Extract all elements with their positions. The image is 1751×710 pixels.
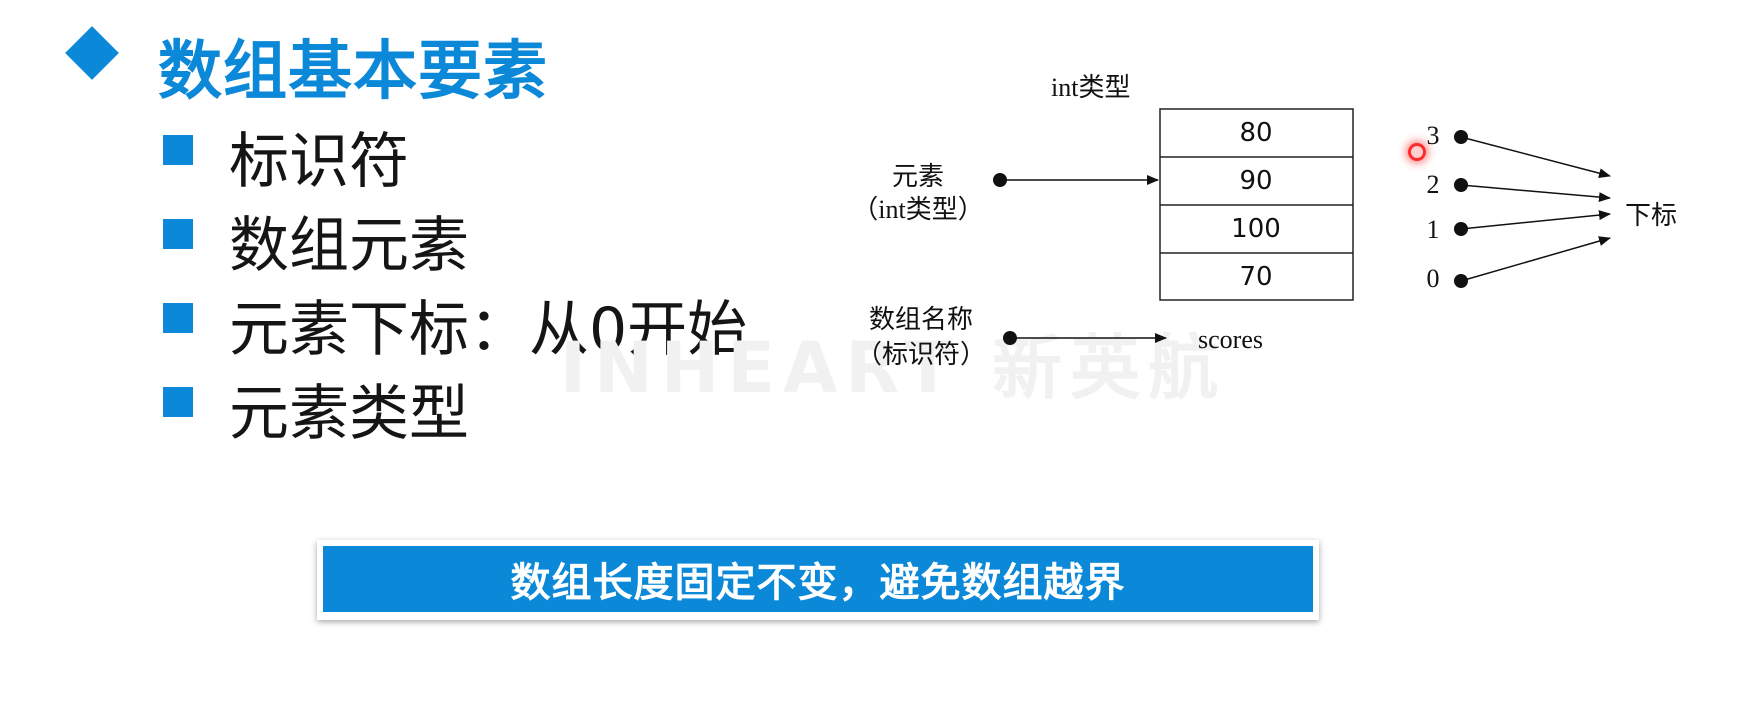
type-label: int类型 — [1051, 73, 1130, 102]
bullet-square-icon — [163, 219, 193, 249]
slide-title: 数组基本要素 — [158, 35, 548, 109]
element-sublabel: （int类型） — [852, 195, 983, 224]
cell-value: 70 — [1239, 262, 1272, 292]
array-name-sublabel: （标识符） — [856, 340, 986, 369]
index-arrow — [1460, 210, 1611, 230]
cell-value: 90 — [1239, 166, 1272, 196]
index-label: 1 — [1427, 215, 1440, 244]
bullet-square-icon — [163, 135, 193, 165]
banner-frame: 数组长度固定不变，避免数组越界 — [317, 540, 1319, 620]
index-label: 2 — [1427, 170, 1440, 199]
cell-value: 80 — [1239, 118, 1272, 148]
element-label: 元素 — [892, 162, 944, 191]
cell-value: 100 — [1231, 214, 1281, 244]
bullet-element-type: 元素类型 — [229, 379, 469, 449]
index-label: 0 — [1427, 264, 1440, 293]
array-name-label: 数组名称 — [869, 305, 973, 334]
bullet-square-icon — [163, 303, 193, 333]
bullet-square-icon — [163, 387, 193, 417]
index-label: 3 — [1427, 121, 1440, 150]
array-name: scores — [1198, 325, 1263, 354]
bullet-array-element: 数组元素 — [229, 211, 469, 281]
index-arrow — [1460, 136, 1611, 179]
banner-text: 数组长度固定不变，避免数组越界 — [323, 546, 1313, 612]
bullet-element-index: 元素下标：从0开始 — [229, 295, 748, 365]
index-arrow — [1460, 236, 1611, 282]
watermark: INHEART 新英航 — [560, 327, 1227, 409]
index-arrow — [1460, 184, 1611, 203]
laser-pointer — [1408, 143, 1426, 161]
index-caption: 下标 — [1625, 201, 1677, 230]
bullet-identifier: 标识符 — [229, 127, 409, 197]
